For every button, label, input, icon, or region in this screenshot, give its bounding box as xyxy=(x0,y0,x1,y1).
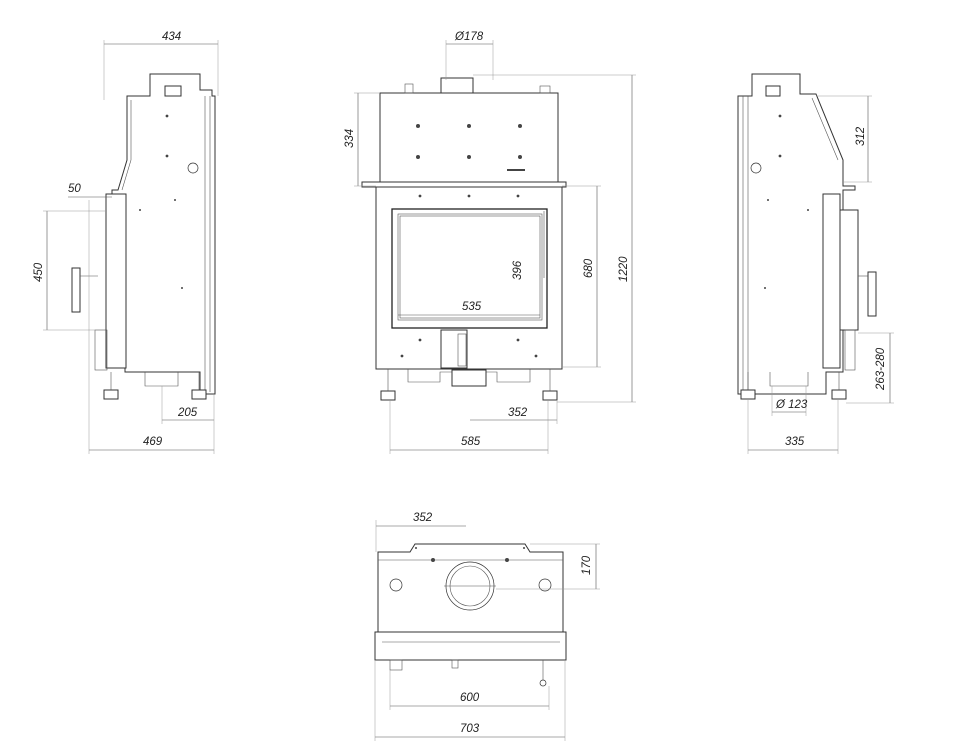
dim-side-right-air-diameter: Ø 123 xyxy=(775,399,808,411)
dim-front-total-width: 585 xyxy=(461,436,481,448)
dim-front-top-height: 334 xyxy=(344,129,356,148)
dim-front-window-width: 535 xyxy=(462,301,482,313)
dim-side-right-top-height: 312 xyxy=(855,126,867,146)
dim-top-total-width: 703 xyxy=(460,723,480,735)
dim-front-flue-diameter: Ø178 xyxy=(454,31,484,43)
dim-front-window-height: 396 xyxy=(512,260,524,280)
top-view xyxy=(374,520,600,741)
dim-top-depth: 170 xyxy=(581,555,593,575)
right-side-view xyxy=(737,73,894,454)
dim-side-right-depth: 335 xyxy=(785,436,805,448)
dim-front-door-height: 680 xyxy=(583,258,595,278)
dim-top-half-width: 352 xyxy=(413,512,433,524)
dim-front-total-height: 1220 xyxy=(618,256,630,282)
dim-side-left-flue-offset: 205 xyxy=(177,407,198,419)
dim-side-left-offset: 50 xyxy=(68,183,81,195)
left-side-view xyxy=(43,40,219,454)
dim-side-left-door-height: 450 xyxy=(33,262,45,282)
dim-side-left-depth-top: 434 xyxy=(162,31,181,43)
dim-side-right-leg-height: 263-280 xyxy=(875,347,887,391)
dim-top-inner-width: 600 xyxy=(460,692,480,704)
front-view xyxy=(354,40,636,454)
dim-side-left-depth-total: 469 xyxy=(143,436,163,448)
dim-front-half-width: 352 xyxy=(508,407,528,419)
